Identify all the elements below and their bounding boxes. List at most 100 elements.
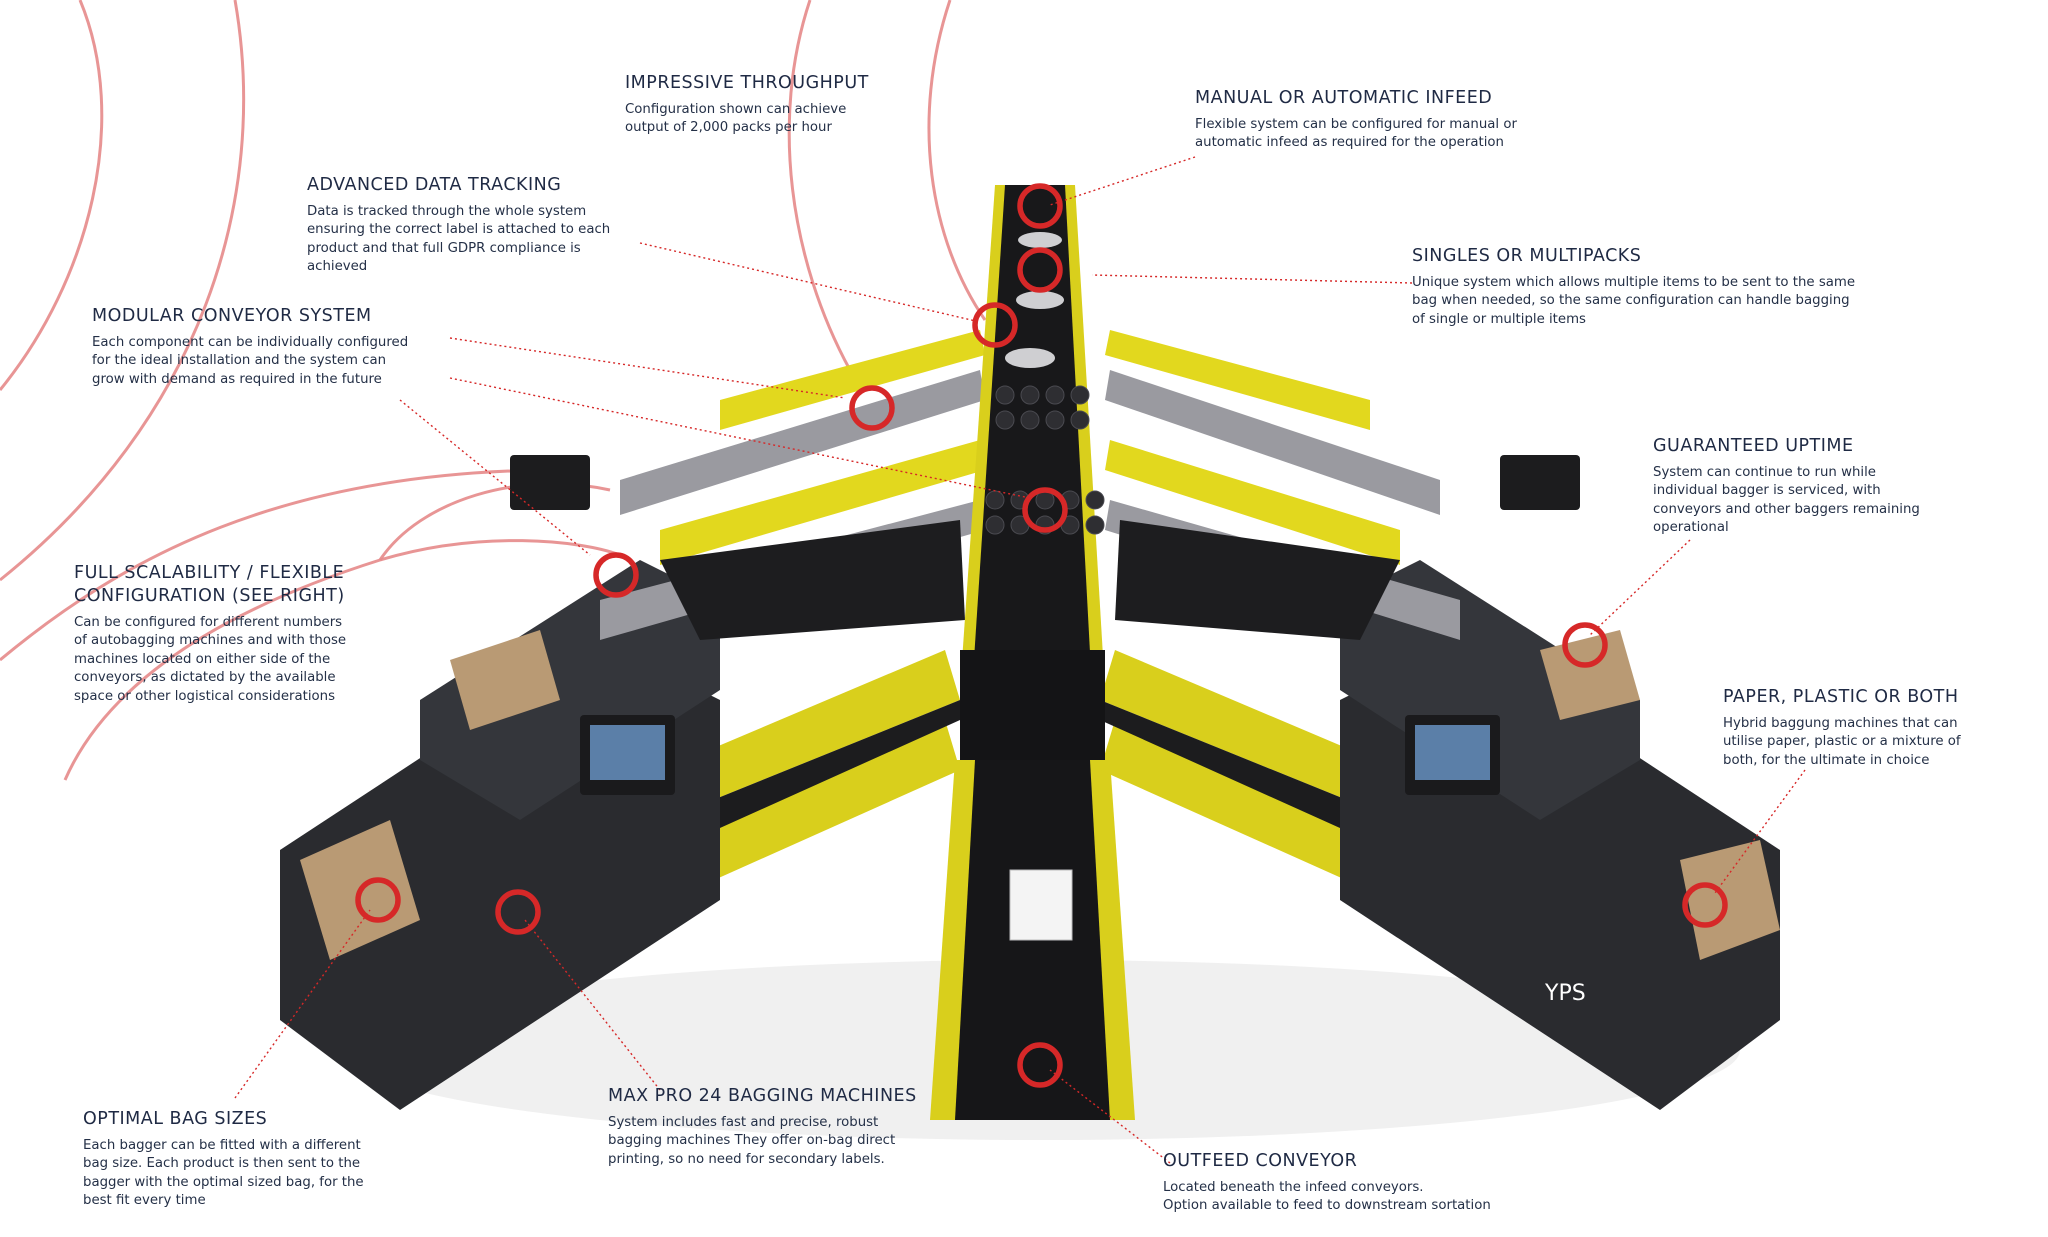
left-chutes: [600, 330, 985, 640]
body-line: grow with demand as required in the futu…: [92, 371, 382, 387]
body-line: System includes fast and precise, robust: [608, 1114, 879, 1130]
leader-lines: [234, 156, 1806, 1164]
leader-uptime: [1589, 539, 1691, 636]
body-line: utilise paper, plastic or a mixture of: [1723, 734, 1961, 750]
infeed-conveyor: [960, 185, 1105, 760]
divert-rollers: [985, 385, 1105, 535]
callout-scalability: FULL SCALABILITY / FLEXIBLE CONFIGURATIO…: [74, 562, 346, 706]
hotspot-paper[interactable]: [1682, 882, 1728, 928]
title-line: CONFIGURATION (SEE RIGHT): [74, 585, 345, 606]
callout-title: MODULAR CONVEYOR SYSTEM: [92, 306, 372, 326]
callout-modular: MODULAR CONVEYOR SYSTEM Each component c…: [92, 305, 408, 389]
callout-title: GUARANTEED UPTIME: [1653, 436, 1854, 456]
leader-maxpro: [524, 919, 661, 1091]
leader-tracking: [639, 242, 981, 323]
body-line: machines located on either side of the: [74, 651, 331, 667]
body-line: best fit every time: [83, 1193, 206, 1209]
brand-mark: YPS: [1544, 981, 1586, 1006]
body-line: ensuring the correct label is attached t…: [307, 222, 611, 238]
callout-title: IMPRESSIVE THROUGHPUT: [625, 73, 869, 93]
body-line: conveyors and other baggers remaining: [1653, 501, 1920, 517]
outfeed-conveyor: [930, 760, 1135, 1120]
leader-outfeed: [1049, 1069, 1171, 1164]
body-line: individual bagger is serviced, with: [1653, 483, 1881, 499]
hotspot-bagsizes[interactable]: [355, 877, 401, 923]
callout-title: OUTFEED CONVEYOR: [1163, 1151, 1358, 1171]
left-box-rear: [450, 630, 560, 730]
body-line: achieved: [307, 259, 368, 275]
body-line: Hybrid baggung machines that can: [1723, 715, 1958, 731]
body-line: output of 2,000 packs per hour: [625, 120, 832, 136]
leader-paper: [1714, 769, 1806, 894]
parcel-on-outfeed: [1009, 869, 1073, 941]
hotspot-tracking[interactable]: [972, 302, 1018, 348]
leader-infeed: [1049, 156, 1196, 206]
body-line: System can continue to run while: [1653, 464, 1876, 480]
body-line: both, for the ultimate in choice: [1723, 752, 1930, 768]
hotspot-outfeed[interactable]: [1017, 1042, 1063, 1088]
body-line: printing, so no need for secondary label…: [608, 1151, 885, 1167]
callout-title: SINGLES OR MULTIPACKS: [1412, 246, 1642, 266]
right-monitor: [1500, 455, 1580, 510]
callout-tracking: ADVANCED DATA TRACKING Data is tracked t…: [307, 174, 610, 277]
callout-body: Can be configured for different numbers …: [74, 614, 346, 707]
body-line: Can be configured for different numbers: [74, 614, 343, 630]
callout-singles: SINGLES OR MULTIPACKS Unique system whic…: [1412, 245, 1855, 329]
callout-uptime: GUARANTEED UPTIME System can continue to…: [1653, 435, 1920, 538]
callout-title: MAX PRO 24 BAGGING MACHINES: [608, 1086, 917, 1106]
hotspot-throughput[interactable]: [1022, 487, 1068, 533]
parcel-1: [1018, 232, 1062, 248]
callout-body: Each bagger can be fitted with a differe…: [83, 1137, 364, 1211]
callout-body: Unique system which allows multiple item…: [1412, 274, 1855, 330]
leader-singles: [1091, 274, 1413, 284]
body-line: bag when needed, so the same configurati…: [1412, 293, 1850, 309]
body-line: Configuration shown can achieve: [625, 101, 847, 117]
parcel-3: [1005, 348, 1055, 368]
callout-title: ADVANCED DATA TRACKING: [307, 175, 562, 195]
callout-body: Located beneath the infeed conveyors. Op…: [1163, 1179, 1491, 1216]
callout-body: Configuration shown can achieve output o…: [625, 101, 869, 138]
callout-body: Data is tracked through the whole system…: [307, 203, 610, 277]
body-line: bag size. Each product is then sent to t…: [83, 1156, 361, 1172]
parcel-2: [1016, 291, 1064, 309]
callout-infeed: MANUAL OR AUTOMATIC INFEED Flexible syst…: [1195, 87, 1517, 153]
right-box-front: [1680, 840, 1780, 960]
decorative-swooshes: [0, 0, 987, 781]
hotspot-maxpro[interactable]: [495, 889, 541, 935]
body-line: of autobagging machines and with those: [74, 633, 347, 648]
hotspot-singles[interactable]: [1017, 247, 1063, 293]
callout-body: System includes fast and precise, robust…: [608, 1114, 917, 1170]
callout-body: System can continue to run while individ…: [1653, 464, 1920, 538]
leader-bagsizes: [234, 909, 371, 1099]
body-line: Data is tracked through the whole system: [307, 203, 587, 219]
callout-title: PAPER, PLASTIC OR BOTH: [1723, 687, 1959, 707]
body-line: bagging machines They offer on-bag direc…: [608, 1133, 896, 1149]
body-line: conveyors, as dictated by the available: [74, 670, 336, 685]
body-line: Option available to feed to downstream s…: [1163, 1198, 1491, 1214]
body-line: of single or multiple items: [1412, 311, 1586, 327]
hotspot-uptime[interactable]: [1562, 622, 1608, 668]
body-line: Each bagger can be fitted with a differe…: [83, 1137, 361, 1153]
left-monitor: [510, 455, 590, 510]
body-line: bagger with the optimal sized bag, for t…: [83, 1174, 364, 1190]
callout-throughput: IMPRESSIVE THROUGHPUT Configuration show…: [625, 72, 869, 138]
callout-bagsizes: OPTIMAL BAG SIZES Each bagger can be fit…: [83, 1108, 364, 1211]
callout-title: FULL SCALABILITY / FLEXIBLE CONFIGURATIO…: [74, 562, 346, 608]
callout-body: Each component can be individually confi…: [92, 334, 408, 390]
body-line: space or other logistical considerations: [74, 688, 336, 704]
callout-title: OPTIMAL BAG SIZES: [83, 1109, 268, 1129]
body-line: Unique system which allows multiple item…: [1412, 274, 1856, 290]
hotspot-modular[interactable]: [849, 385, 895, 431]
callout-body: Hybrid baggung machines that can utilise…: [1723, 715, 1961, 771]
body-line: Flexible system can be configured for ma…: [1195, 116, 1517, 132]
body-line: for the ideal installation and the syste…: [92, 353, 387, 369]
hotspot-scalability[interactable]: [593, 552, 639, 598]
title-line: FULL SCALABILITY / FLEXIBLE: [74, 563, 345, 583]
body-line: automatic infeed as required for the ope…: [1195, 135, 1504, 151]
callout-outfeed: OUTFEED CONVEYOR Located beneath the inf…: [1163, 1150, 1491, 1216]
body-line: Each component can be individually confi…: [92, 334, 409, 350]
right-chutes: [1105, 330, 1460, 640]
hotspot-infeed[interactable]: [1017, 183, 1063, 229]
callout-body: Flexible system can be configured for ma…: [1195, 116, 1517, 153]
